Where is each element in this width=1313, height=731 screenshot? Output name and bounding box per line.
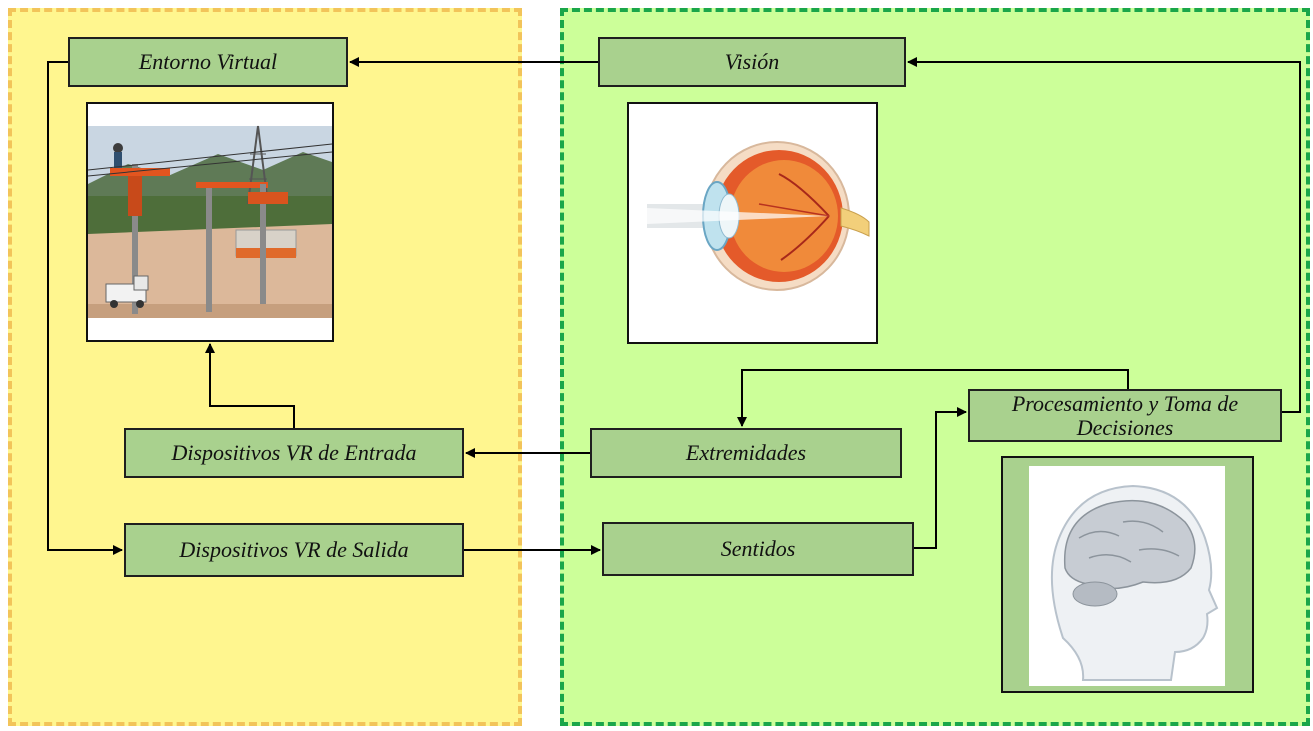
arrow-entorno-to-salida: [47, 61, 123, 555]
virtual-environment-image: [86, 102, 334, 342]
node-dispositivos-entrada: Dispositivos VR de Entrada: [124, 428, 464, 478]
arrow-sentidos-to-procesamiento: [914, 407, 967, 549]
node-sentidos: Sentidos: [602, 522, 914, 576]
node-extremidades: Extremidades: [590, 428, 902, 478]
node-dispositivos-entrada-label: Dispositivos VR de Entrada: [171, 440, 417, 465]
node-vision-label: Visión: [724, 49, 780, 74]
human-head-brain-illustration: [1003, 458, 1252, 691]
arrow-procesamiento-to-vision: [907, 57, 1301, 413]
node-vision: Visión: [598, 37, 906, 87]
substation-photo: [88, 104, 332, 340]
node-dispositivos-salida: Dispositivos VR de Salida: [124, 523, 464, 577]
brain-image-frame: [1001, 456, 1254, 693]
node-extremidades-label: Extremidades: [685, 440, 807, 465]
node-procesamiento: Procesamiento y Toma de Decisiones: [968, 389, 1282, 442]
eye-anatomy-illustration: [629, 104, 876, 342]
node-entorno-virtual-label: Entorno Virtual: [138, 49, 278, 74]
eye-image: [627, 102, 878, 344]
node-procesamiento-label: Procesamiento y Toma de Decisiones: [1011, 390, 1239, 440]
arrow-procesamiento-to-extremidades: [737, 369, 1129, 427]
node-dispositivos-salida-label: Dispositivos VR de Salida: [179, 537, 409, 562]
node-entorno-virtual: Entorno Virtual: [68, 37, 348, 87]
node-sentidos-label: Sentidos: [720, 536, 796, 561]
arrow-entrada-to-entorno: [205, 343, 295, 428]
